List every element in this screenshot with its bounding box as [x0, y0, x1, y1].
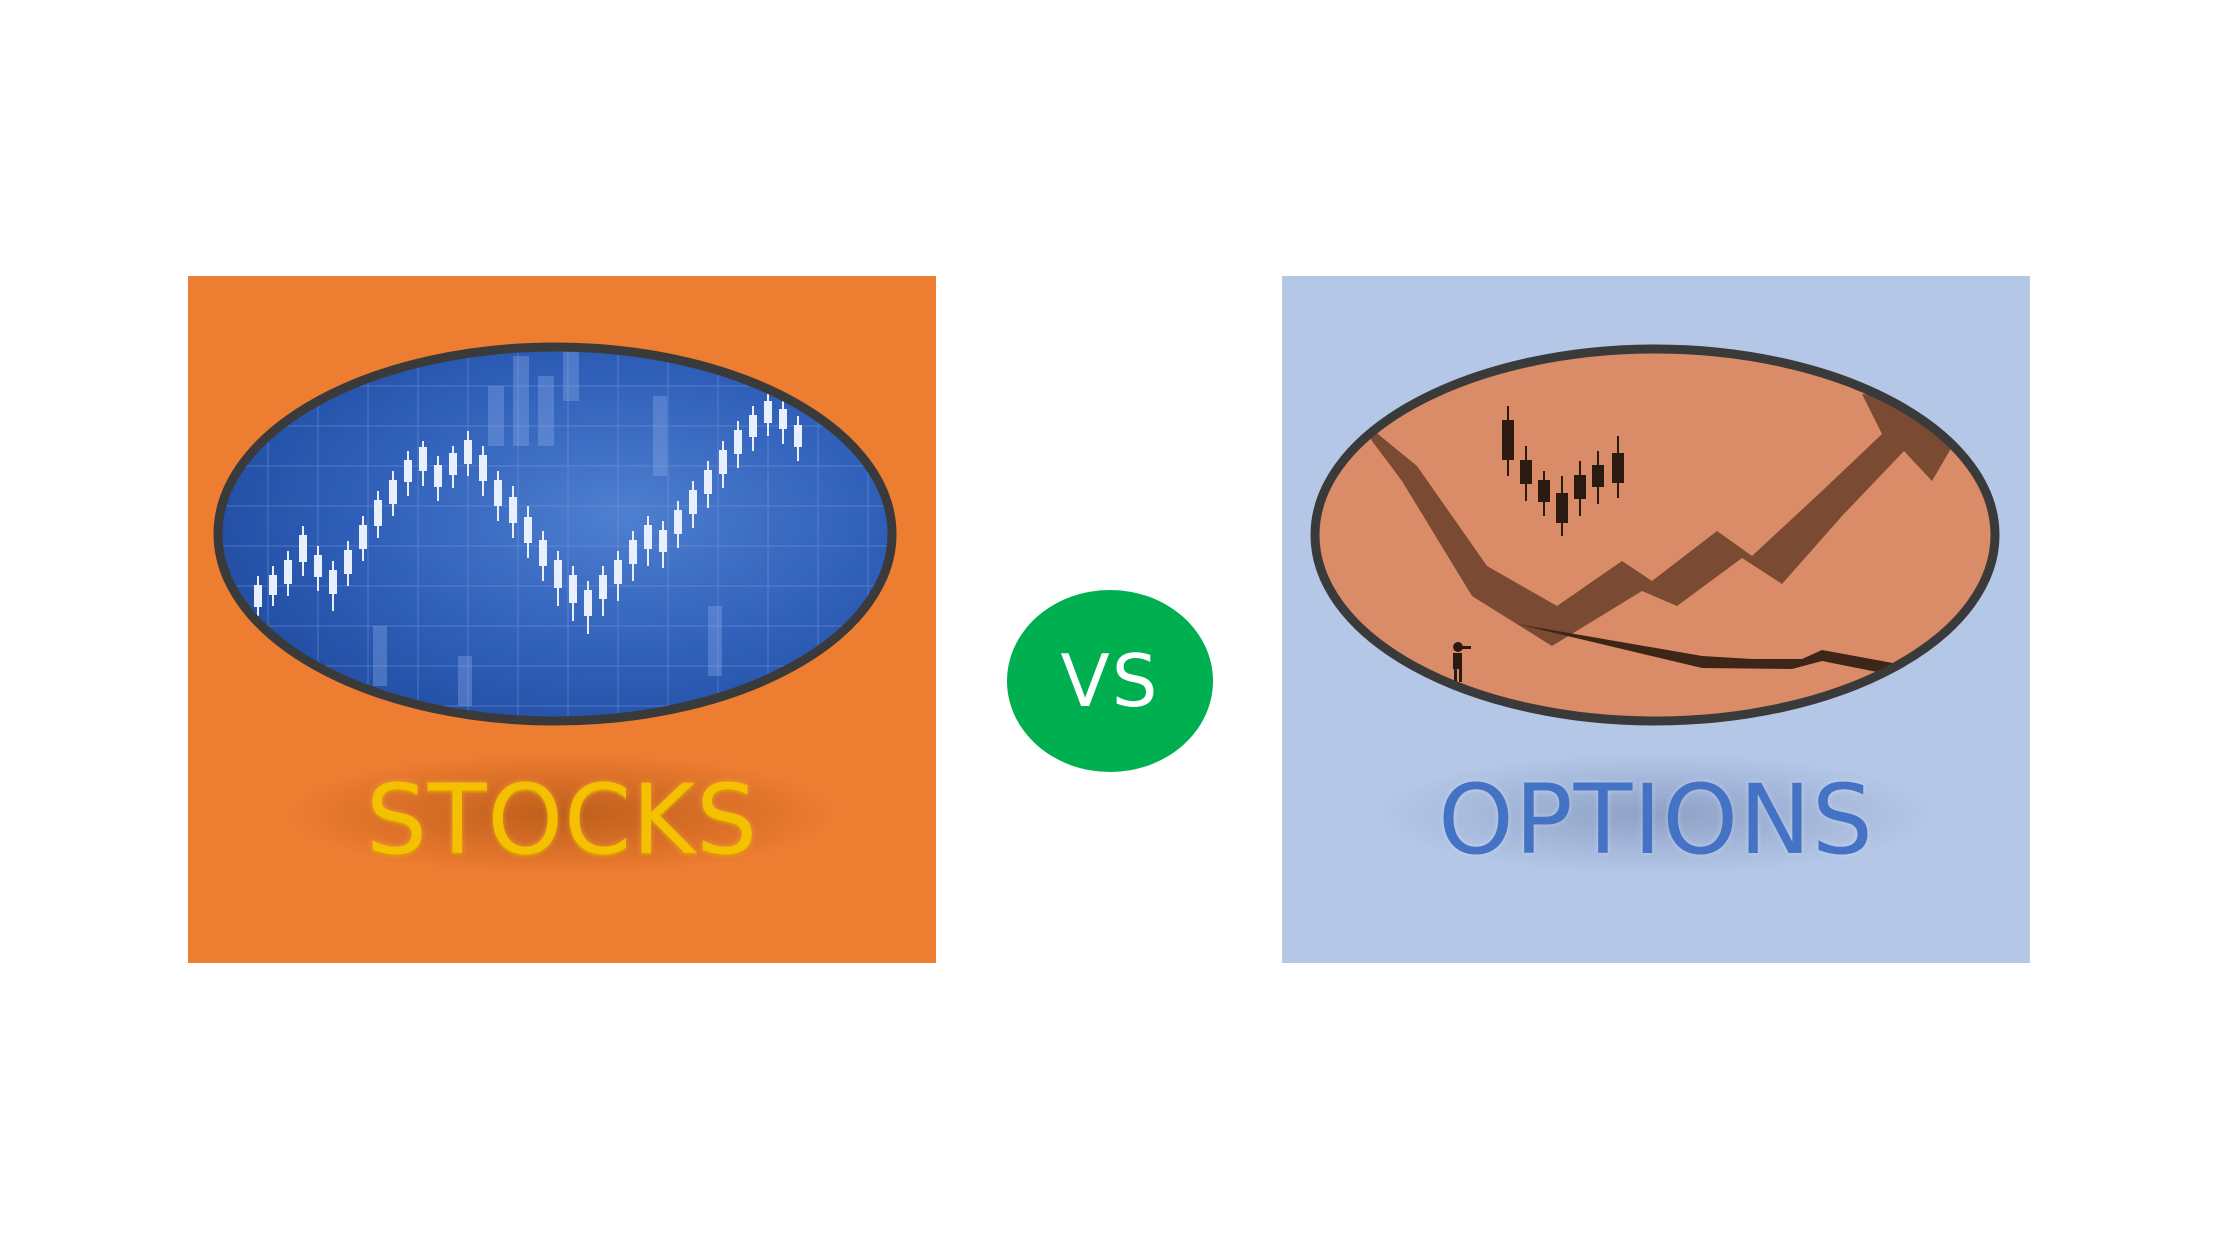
vs-label: VS — [1060, 639, 1160, 723]
options-label: OPTIONS — [1438, 764, 1874, 876]
options-card: OPTIONS — [1282, 276, 2030, 963]
stocks-label-shadow — [288, 754, 836, 874]
stocks-label: STOCKS — [365, 764, 759, 876]
stock-candlestick-chart-icon — [213, 342, 897, 726]
vs-badge: VS — [1007, 590, 1213, 772]
options-rising-arrow-icon — [1310, 344, 2000, 726]
stocks-card: STOCKS — [188, 276, 936, 963]
options-label-shadow — [1382, 754, 1930, 874]
